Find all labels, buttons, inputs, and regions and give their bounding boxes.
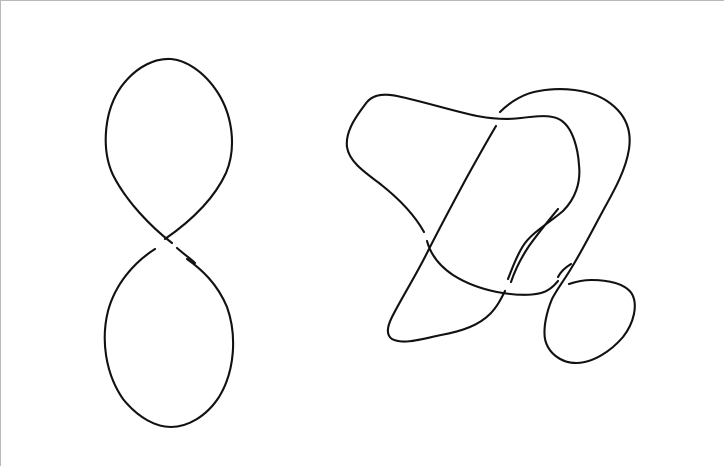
knot-strand-5 (427, 241, 558, 295)
figure-eight-bottom-lobe (105, 249, 233, 427)
knot-diagram (347, 89, 635, 363)
knot-strand-2 (388, 126, 505, 342)
knot-strand-1 (347, 95, 580, 279)
knot-strand-4 (500, 89, 635, 363)
figure-eight-over-strand (177, 248, 195, 263)
figure-eight-top-lobe (106, 59, 232, 243)
figure-eight-curve (105, 59, 233, 427)
